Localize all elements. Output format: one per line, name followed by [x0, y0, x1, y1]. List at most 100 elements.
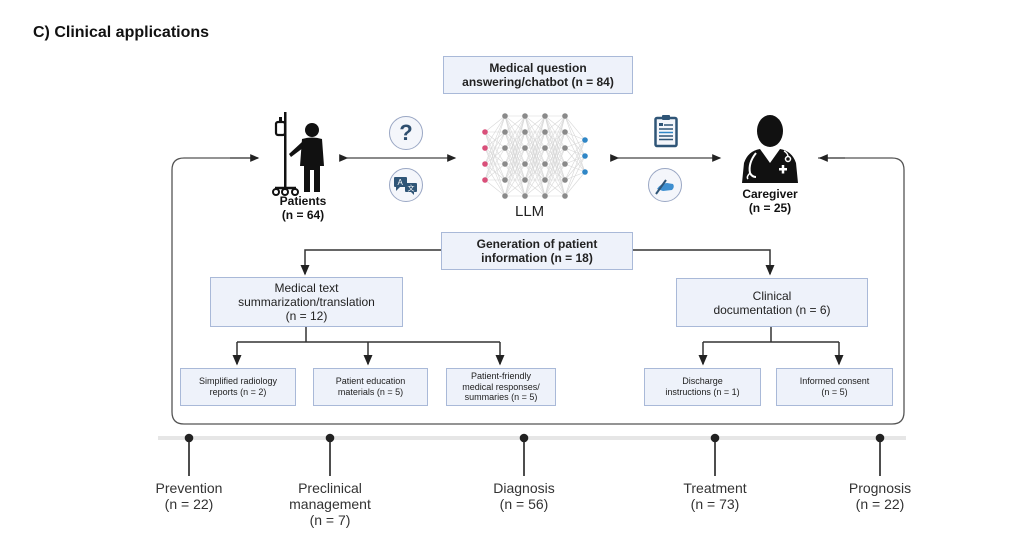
patients-count: (n = 64): [281, 208, 325, 222]
network-edge: [564, 131, 586, 141]
network-edge: [524, 115, 546, 149]
network-node: [482, 129, 488, 135]
box-line: summaries (n = 5): [464, 392, 538, 403]
network-edge: [564, 171, 586, 197]
timeline-bar: [158, 436, 906, 440]
network-edge: [544, 163, 566, 197]
network-node: [522, 161, 528, 167]
network-edge: [564, 139, 586, 181]
documentation-box: Clinical documentation (n = 6): [676, 278, 868, 327]
timeline-prevention: Prevention (n = 22): [139, 480, 239, 512]
medical-qa-box: Medical question answering/chatbot (n = …: [443, 56, 633, 94]
network-node: [502, 129, 508, 135]
timeline-treatment: Treatment (n = 73): [665, 480, 765, 512]
timeline-count: (n = 7): [309, 512, 351, 528]
network-edge: [544, 115, 566, 133]
network-node: [482, 145, 488, 151]
network-edge: [564, 115, 586, 141]
network-edge: [504, 131, 526, 197]
box-line: (n = 5): [821, 387, 848, 397]
network-edge: [484, 115, 506, 181]
network-edge: [524, 131, 546, 197]
timeline-label: Preclinical: [298, 480, 362, 496]
box-line: summarization/translation: [238, 295, 375, 309]
leaf-box-education: Patient education materials (n = 5): [313, 368, 428, 406]
network-edge: [544, 147, 566, 197]
summarization-box: Medical text summarization/translation (…: [210, 277, 403, 327]
figure-title: C) Clinical applications: [33, 24, 210, 41]
box-line: materials (n = 5): [337, 387, 404, 397]
network-edge: [484, 115, 506, 149]
network-node: [522, 145, 528, 151]
caregiver-count: (n = 25): [748, 201, 792, 215]
network-node: [502, 145, 508, 151]
network-edge: [504, 115, 526, 197]
timeline-label: Prognosis: [848, 480, 912, 496]
network-edge: [524, 115, 546, 133]
box-line: Medical question: [489, 61, 587, 75]
caregiver-doctor-icon: [742, 115, 798, 183]
network-edge: [524, 115, 546, 181]
llm-label: LLM: [515, 203, 545, 220]
network-edge: [504, 147, 526, 197]
network-node: [482, 161, 488, 167]
network-node: [562, 145, 568, 151]
patients-title: Patients: [279, 194, 327, 208]
network-edge: [484, 179, 506, 197]
network-node: [502, 177, 508, 183]
network-node: [582, 153, 588, 159]
leaf-box-consent: Informed consent (n = 5): [776, 368, 893, 406]
timeline-diagnosis: Diagnosis (n = 56): [474, 480, 574, 512]
box-line: reports (n = 2): [209, 387, 267, 397]
network-edge: [524, 179, 546, 197]
network-node: [562, 177, 568, 183]
network-edge: [544, 115, 566, 197]
timeline-label: Prevention: [155, 480, 223, 496]
network-node: [502, 161, 508, 167]
network-node: [522, 177, 528, 183]
network-node: [522, 129, 528, 135]
generation-box: Generation of patient information (n = 1…: [441, 232, 633, 270]
caregiver-label: Caregiver (n = 25): [732, 187, 808, 215]
network-edge: [484, 163, 506, 181]
box-line: instructions (n = 1): [665, 387, 740, 397]
network-node: [562, 161, 568, 167]
network-edge: [484, 115, 506, 133]
writing-hand-icon: [648, 168, 682, 202]
network-node: [542, 193, 548, 199]
network-edge: [564, 139, 586, 197]
network-node: [542, 113, 548, 119]
patient-with-iv-icon: [272, 112, 324, 196]
clipboard-icon: [654, 115, 678, 148]
leaf-box-discharge: Discharge instructions (n = 1): [644, 368, 761, 406]
network-edge: [524, 115, 546, 197]
network-node: [522, 113, 528, 119]
network-node: [542, 129, 548, 135]
network-edge: [544, 115, 566, 149]
network-node: [582, 137, 588, 143]
network-edge: [544, 115, 566, 181]
network-edge: [544, 179, 566, 197]
box-line: answering/chatbot (n = 84): [462, 75, 614, 89]
network-edge: [484, 147, 506, 181]
timeline-count: (n = 56): [499, 496, 549, 512]
network-node: [502, 193, 508, 199]
network-edge: [484, 131, 506, 181]
outer-loop: [171, 157, 905, 425]
network-edge: [564, 155, 586, 197]
network-node: [562, 113, 568, 119]
network-edge: [504, 179, 526, 197]
network-node: [562, 193, 568, 199]
timeline-label: management: [289, 496, 371, 512]
network-edge: [524, 147, 546, 197]
network-node: [562, 129, 568, 135]
box-line: documentation (n = 6): [713, 302, 831, 317]
box-line: information (n = 18): [481, 251, 593, 265]
box-line: Patient-friendly: [470, 371, 532, 382]
network-node: [542, 161, 548, 167]
leaf-box-radiology: Simplified radiology reports (n = 2): [180, 368, 296, 406]
box-line: Discharge: [682, 376, 723, 386]
box-line: Clinical: [752, 288, 792, 303]
svg-text:文: 文: [408, 184, 415, 193]
